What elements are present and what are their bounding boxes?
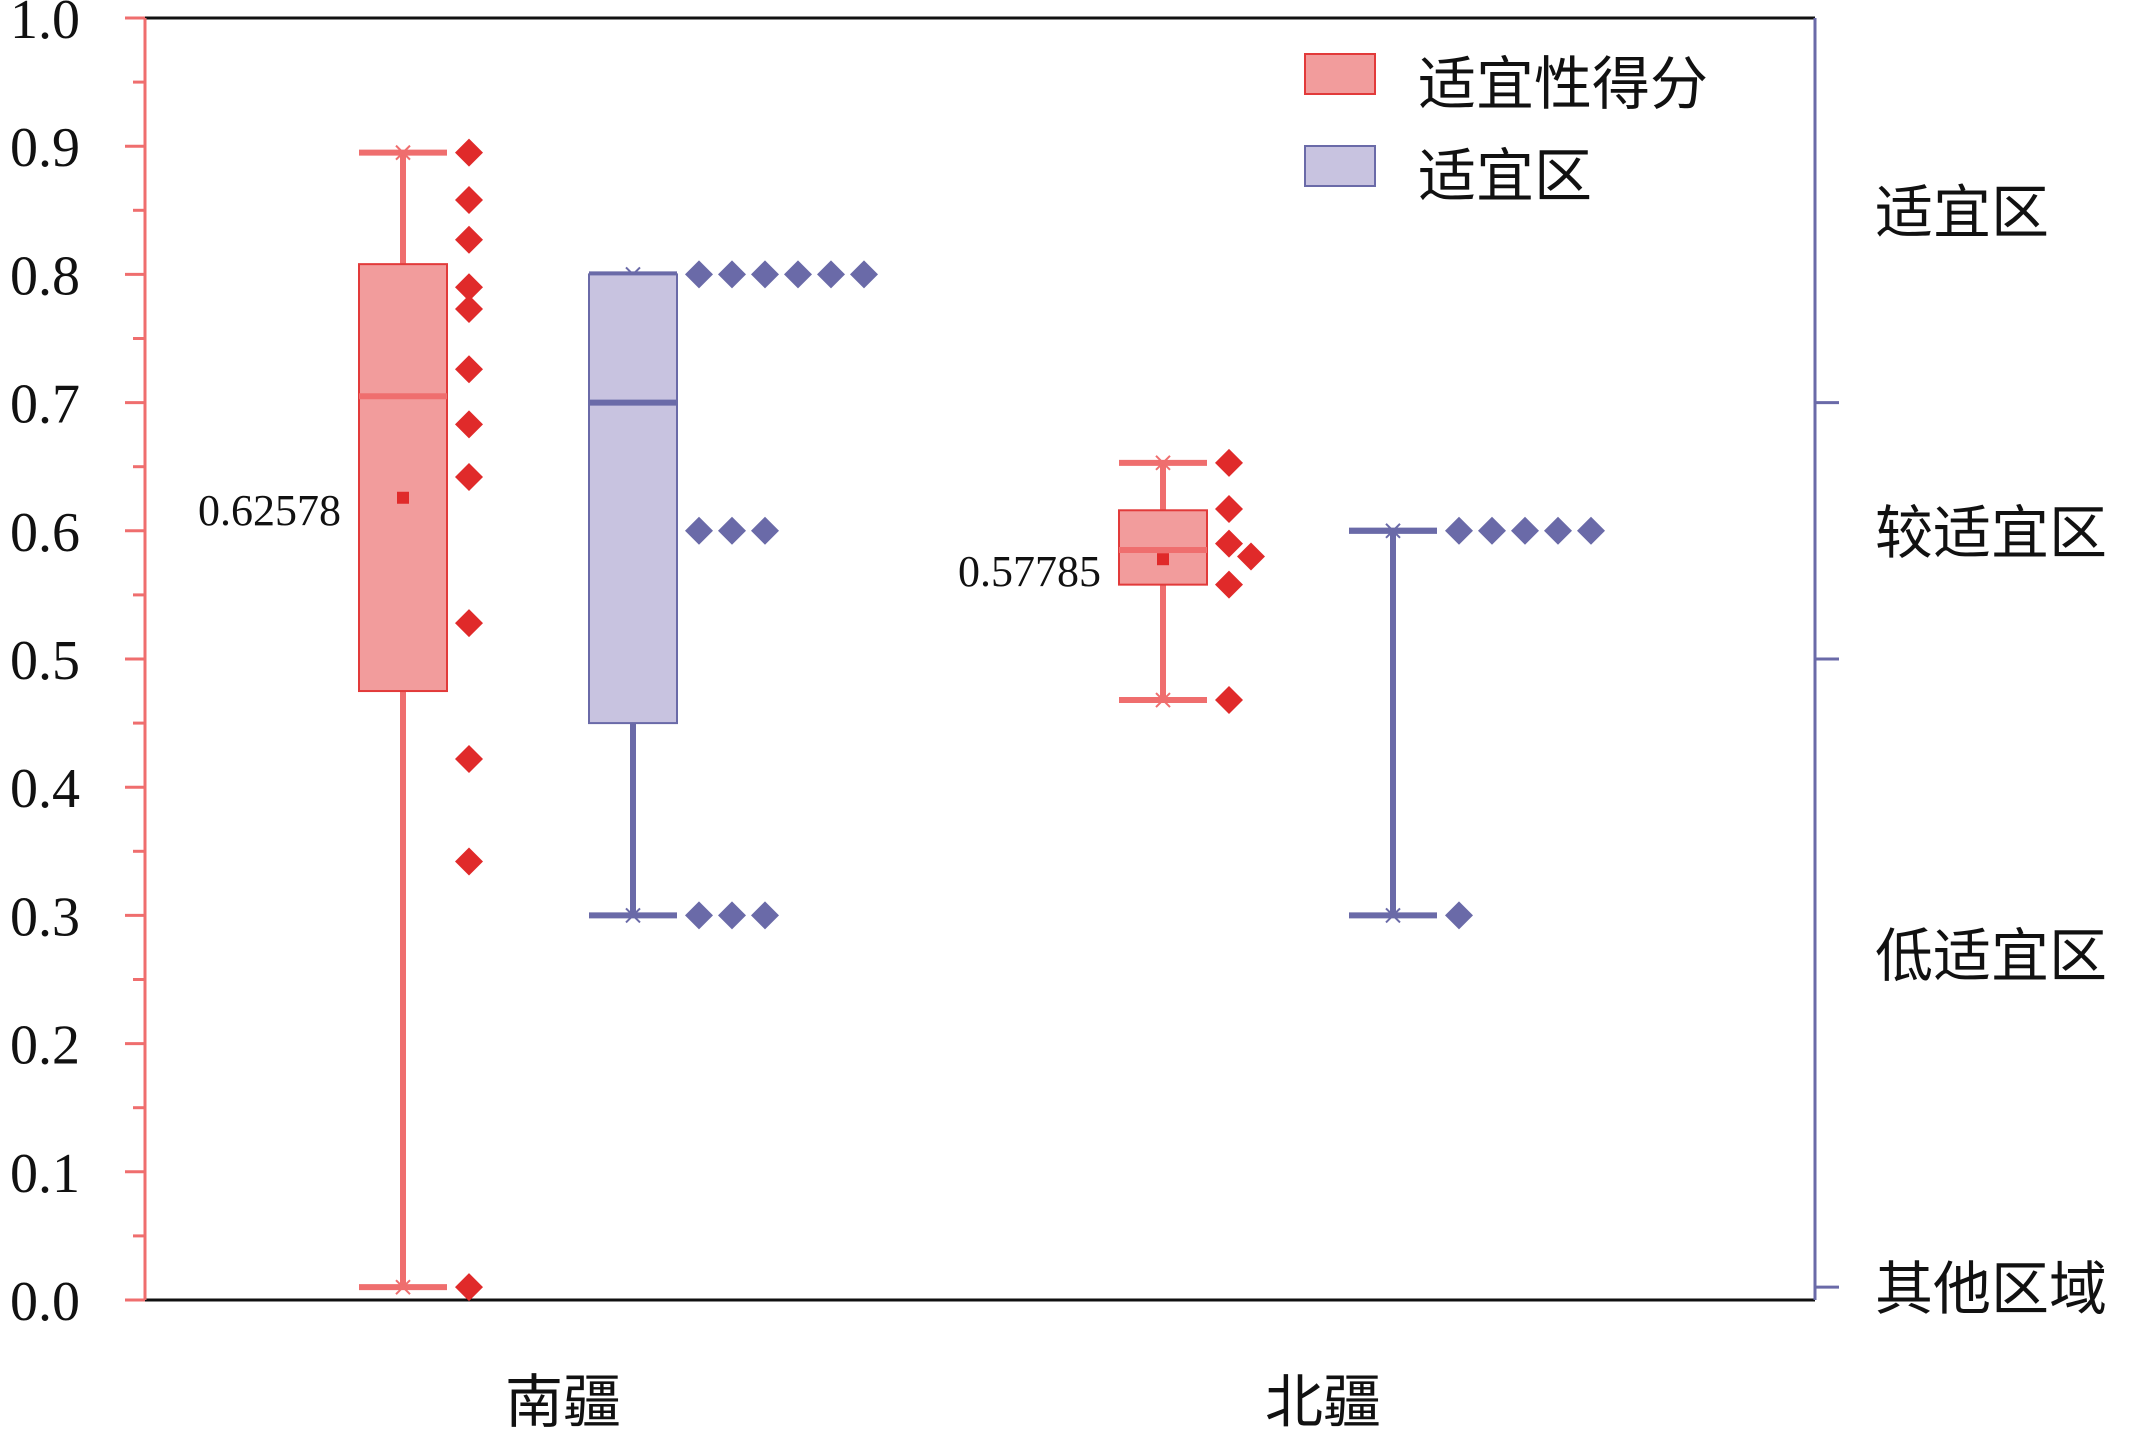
data-point xyxy=(455,355,483,384)
left-tick-label: 0.2 xyxy=(10,1015,80,1077)
whisker-end-marker xyxy=(395,1279,411,1295)
data-point xyxy=(1215,495,1243,524)
data-point xyxy=(455,273,483,302)
legend-label: 适宜区 xyxy=(1418,144,1592,209)
plot-frame xyxy=(145,16,1815,1302)
mean-value-label: 0.62578 xyxy=(198,486,341,535)
data-point xyxy=(455,138,483,167)
data-point xyxy=(685,516,713,545)
left-y-axis: 0.0 0.1 0.2 0.3 0.4 0.5 0.6 0.7 0.8 0.9 1.0 xyxy=(10,0,147,1333)
data-point xyxy=(1445,516,1473,545)
data-point xyxy=(1511,516,1539,545)
mean-marker xyxy=(1157,553,1169,566)
data-point xyxy=(1544,516,1572,545)
data-point xyxy=(455,410,483,439)
right-zone-label: 较适宜区 xyxy=(1875,501,2107,566)
iqr-box xyxy=(358,263,448,693)
left-tick-label: 0.0 xyxy=(10,1271,80,1333)
left-tick-label: 0.9 xyxy=(10,117,80,179)
left-tick-label: 0.4 xyxy=(10,758,80,820)
data-point xyxy=(685,260,713,289)
whisker-end-marker xyxy=(1385,907,1401,924)
iqr-box xyxy=(588,273,678,725)
x-category-label: 南疆 xyxy=(505,1370,621,1431)
data-point xyxy=(455,744,483,773)
left-tick-label: 1.0 xyxy=(10,0,80,51)
data-point xyxy=(1215,570,1243,599)
data-point xyxy=(455,609,483,638)
mean-value-label: 0.57785 xyxy=(958,547,1101,596)
data-point xyxy=(718,260,746,289)
data-point xyxy=(455,847,483,876)
data-point xyxy=(1577,516,1605,545)
data-point xyxy=(751,260,779,289)
data-point xyxy=(751,516,779,545)
right-zone-label: 适宜区 xyxy=(1875,180,2049,245)
data-point xyxy=(455,462,483,491)
mean-marker xyxy=(397,491,409,504)
whisker-end-marker xyxy=(395,144,411,161)
data-point xyxy=(784,260,812,289)
data-point xyxy=(455,186,483,215)
data-point xyxy=(718,516,746,545)
right-zone-label: 其他区域 xyxy=(1875,1257,2107,1322)
left-tick-label: 0.1 xyxy=(10,1143,80,1205)
data-point xyxy=(817,260,845,289)
box-series: 0.62578 0.57785 xyxy=(198,144,1437,1295)
data-point xyxy=(1478,516,1506,545)
left-tick-label: 0.7 xyxy=(10,374,80,436)
left-tick-label: 0.6 xyxy=(10,502,80,564)
data-point xyxy=(455,1273,483,1302)
data-point xyxy=(685,901,713,930)
data-point xyxy=(455,225,483,254)
data-point xyxy=(850,260,878,289)
x-category-label: 北疆 xyxy=(1265,1370,1381,1431)
legend-label: 适宜性得分 xyxy=(1418,52,1708,117)
right-zone-label: 低适宜区 xyxy=(1875,924,2107,989)
data-point xyxy=(1215,686,1243,715)
legend-swatch xyxy=(1304,145,1376,187)
data-point xyxy=(718,901,746,930)
whisker-end-marker xyxy=(1155,692,1171,708)
data-points xyxy=(455,138,1605,1302)
whisker-end-marker xyxy=(1155,455,1171,471)
whisker-end-marker xyxy=(625,907,641,924)
data-point xyxy=(1237,542,1265,571)
legend-swatch xyxy=(1304,53,1376,95)
left-tick-label: 0.3 xyxy=(10,886,80,948)
x-axis-labels: 南疆 北疆 xyxy=(505,1370,1381,1431)
data-point xyxy=(1445,901,1473,930)
data-point xyxy=(1215,529,1243,558)
data-point xyxy=(1215,448,1243,477)
data-point xyxy=(751,901,779,930)
left-tick-label: 0.8 xyxy=(10,245,80,307)
data-point xyxy=(455,295,483,324)
left-tick-label: 0.5 xyxy=(10,630,80,692)
